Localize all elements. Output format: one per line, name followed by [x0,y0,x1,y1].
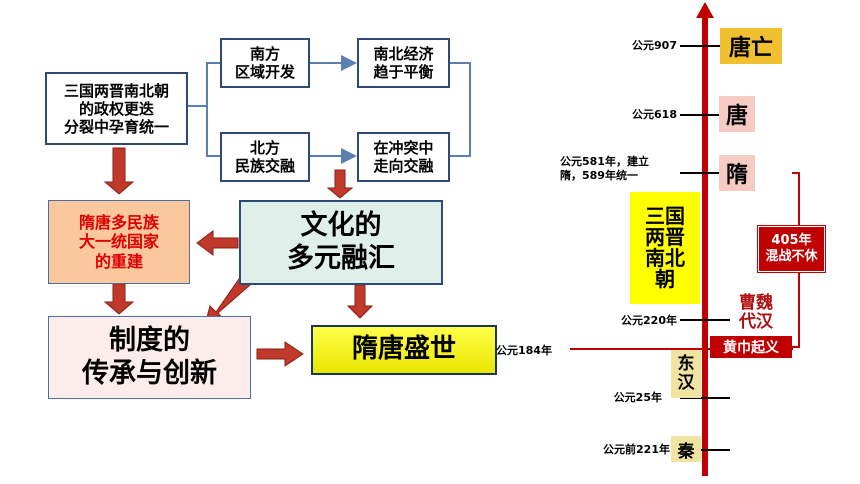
tick-mark [680,397,730,399]
left-arrow [196,230,239,256]
conflict-fusion-box: 在冲突中 走向交融 [357,132,450,182]
prosperity-box: 隋唐盛世 [311,325,497,375]
branch-line [188,62,220,107]
culture-box: 文化的 多元融汇 [239,200,443,285]
economy-balance-box: 南北经济 趋于平衡 [357,38,450,88]
reunification-box: 隋唐多民族 大一统国家 的重建 [48,200,190,284]
year-label: 公元581年，建立 隋，589年统一 [560,155,649,182]
three-kingdoms-box: 三国 两晋 南北 朝 [630,192,700,304]
tick-mark [680,172,730,174]
down-arrow [326,169,354,199]
origin-box: 三国两晋南北朝 的政权更迭 分裂中孕育统一 [45,72,188,145]
eastern-han-box: 东 汉 [671,350,701,398]
yellow-turban-box: 黄巾起义 [710,336,792,358]
tick-mark [680,114,730,116]
year-label: 公元220年 [621,314,677,327]
tang-box: 唐 [719,96,755,132]
down-arrow [103,283,135,315]
tick-mark [680,319,730,321]
tang-end-box: 唐亡 [720,28,782,64]
war-years-box: 405年 混战不休 [757,225,826,273]
year-label: 公元25年 [613,391,662,404]
year-label: 公元907 [632,39,677,52]
year-label: 公元618 [632,108,677,121]
institutions-box: 制度的 传承与创新 [48,316,251,399]
yellow-turban-line [570,348,793,350]
timeline-axis [702,14,708,476]
timeline-arrowhead [696,2,714,18]
tick-mark [680,45,730,47]
cao-wei-label: 曹魏 代汉 [739,293,773,332]
year-label: 公元前221年 [603,443,670,456]
qin-box: 秦 [671,436,701,462]
right-arrow [256,341,304,367]
down-arrow [346,284,374,319]
sui-box: 隋 [719,155,755,191]
south-development-box: 南方 区域开发 [220,38,310,88]
tick-mark [680,449,730,451]
north-fusion-box: 北方 民族交融 [220,132,310,182]
merge-line [450,62,471,157]
year-label: 公元184年 [496,344,552,357]
branch-line [206,106,220,157]
down-arrow [103,147,135,195]
